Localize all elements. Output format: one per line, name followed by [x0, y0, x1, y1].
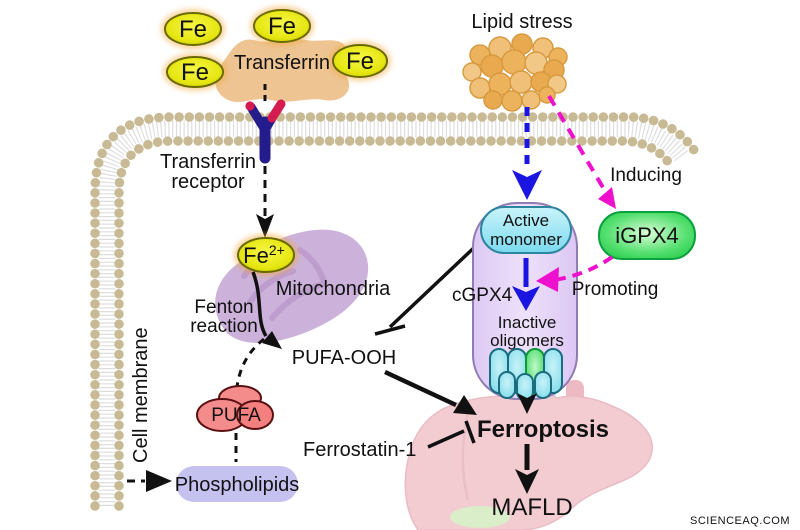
- inactive-oligomers-line1: Inactive: [498, 313, 557, 332]
- ferrostatin-inhibition: Ferrostatin-1: [303, 420, 476, 461]
- mitochondria-label: Mitochondria: [276, 278, 391, 300]
- cgpx4-inhibits-pufaooh: [374, 241, 481, 336]
- lipid-to-monomer-arrow: [512, 107, 542, 200]
- transferrin-receptor: Transferrin receptor: [160, 84, 286, 238]
- fe-label: Fe: [346, 48, 374, 75]
- active-monomer-line2: monomer: [490, 230, 562, 249]
- igpx4-label: iGPX4: [615, 223, 679, 248]
- promoting-label: Promoting: [572, 279, 659, 300]
- receptor-left-tip: [245, 101, 255, 111]
- lipid-stress-group: Lipid stress Inducing: [462, 11, 682, 209]
- watermark: SCIENCEAQ.COM: [690, 515, 790, 527]
- receptor-right-tip: [267, 99, 286, 123]
- liver-lobe-line: [461, 411, 470, 501]
- pufaooh-group: PUFA-OOH: [292, 241, 481, 415]
- oligomer-to-ferroptosis-arrow: [517, 393, 537, 414]
- mafld-label: MAFLD: [491, 494, 572, 521]
- igpx4-group: iGPX4 Promoting: [536, 211, 696, 300]
- transferrin-label: Transferrin: [234, 52, 330, 74]
- pufaooh-to-ferroptosis-arrow: [384, 369, 477, 415]
- cell-membrane: Cell membrane: [90, 112, 699, 511]
- ferroptosis-to-mafld-arrow: [515, 444, 539, 494]
- fe-ion-2: Fe: [250, 6, 314, 46]
- ferrostatin-label: Ferrostatin-1: [303, 439, 416, 461]
- fe-ion-4: Fe: [329, 41, 391, 81]
- fenton-label-line1: Fenton: [194, 297, 253, 318]
- active-monomer-line1: Active: [503, 211, 549, 230]
- igpx4-pill: [598, 211, 696, 260]
- fe-label: Fe: [179, 16, 207, 43]
- pufaooh-to-pufa-dashes: [235, 337, 265, 388]
- ferroptosis-label: Ferroptosis: [477, 416, 609, 443]
- inactive-oligomers-line2: oligomers: [490, 331, 564, 350]
- membrane-inner-beads: [114, 136, 677, 511]
- phospholipids-pill: [176, 466, 298, 502]
- cgpx4-capsule-group: Active monomer Inactive oligomers cGPX4: [452, 202, 578, 401]
- cell-membrane-label: Cell membrane: [130, 327, 152, 463]
- igpx4-promoting-arrow: [536, 255, 614, 292]
- lipid-stress-label: Lipid stress: [471, 11, 572, 33]
- pufaooh-label: PUFA-OOH: [292, 347, 396, 369]
- receptor-label-line2: receptor: [171, 171, 245, 193]
- mitochondria-group: Fe2+ Mitochondria Fenton reaction: [190, 229, 391, 349]
- membrane-outer-beads: [90, 112, 699, 511]
- pufa-pathway: PUFA Phospholipids: [127, 337, 300, 502]
- inducing-label: Inducing: [610, 165, 682, 186]
- oligomer-cluster: [489, 348, 563, 401]
- pufa-label: PUFA: [211, 405, 261, 426]
- active-monomer-oval: [480, 206, 572, 254]
- transferrin-complex: Fe Fe Fe Fe Transferrin: [161, 6, 391, 102]
- fe-ion-3: Fe: [163, 53, 227, 91]
- monomer-to-oligomer-arrow: [512, 258, 540, 311]
- cgpx4-label: cGPX4: [452, 285, 513, 306]
- fe2-label: Fe2+: [243, 242, 285, 268]
- membrane-to-phospholipid-arrow: [127, 470, 172, 492]
- fe-ion-1: Fe: [161, 9, 225, 49]
- liver-gallbladder: [450, 506, 510, 528]
- lipid-to-igpx4-arrow: [547, 94, 616, 209]
- fe2-ion: Fe2+: [234, 234, 298, 276]
- phospholipids-label: Phospholipids: [175, 474, 300, 496]
- fe-label: Fe: [268, 13, 296, 40]
- fenton-label-line2: reaction: [190, 316, 258, 337]
- receptor-to-fe2-arrow: [256, 166, 274, 238]
- ferroptosis-group: Ferroptosis Ferrostatin-1 MAFLD: [303, 393, 609, 521]
- lipid-droplet-cluster: [462, 33, 568, 112]
- fenton-to-pufaooh-arrow: [251, 271, 282, 349]
- transferrin-protein: [215, 39, 350, 102]
- pufa-cluster: PUFA: [196, 385, 274, 432]
- fe-label: Fe: [181, 59, 209, 86]
- receptor-label-line1: Transferrin: [160, 151, 256, 173]
